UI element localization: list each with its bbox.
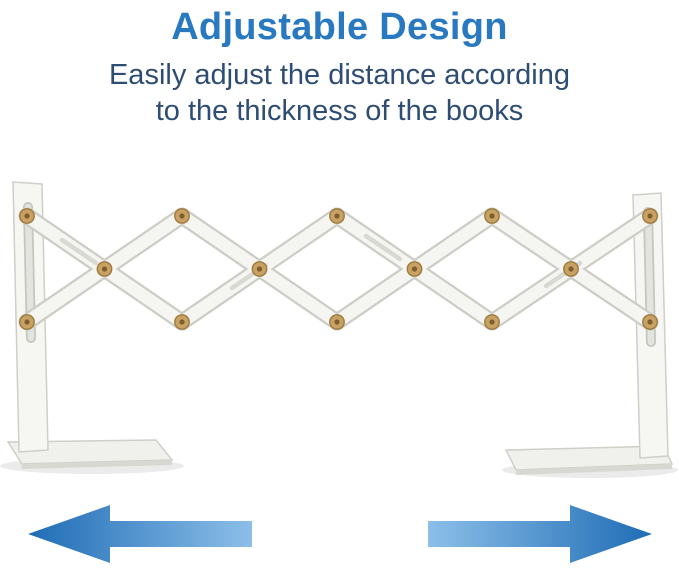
right-bookend-base: [504, 445, 674, 475]
rivet: [329, 314, 345, 330]
rivet: [19, 314, 35, 330]
scissor-mechanism-outline: [18, 207, 659, 331]
left-arrow-icon: [28, 505, 252, 563]
bar-slot: [363, 233, 403, 262]
rivet: [96, 261, 113, 277]
rivet: [484, 314, 500, 330]
subtitle-line-1: Easily adjust the distance according: [108, 59, 571, 91]
rivet: [484, 208, 500, 224]
rivet: [251, 261, 268, 277]
page-title: Adjustable Design: [171, 6, 508, 48]
rivet: [406, 261, 423, 277]
rivet: [19, 208, 35, 224]
rivet: [174, 314, 190, 330]
rivet: [563, 261, 579, 277]
rivet: [642, 314, 658, 330]
rivets: [19, 208, 658, 330]
rivet: [174, 208, 190, 224]
rivet: [642, 208, 658, 224]
rivet: [329, 208, 345, 224]
bar-slot: [59, 237, 99, 266]
right-arrow-icon: [428, 505, 652, 563]
subtitle-line-2: to the thickness of the books: [155, 94, 524, 127]
left-bookend-base: [6, 439, 174, 469]
